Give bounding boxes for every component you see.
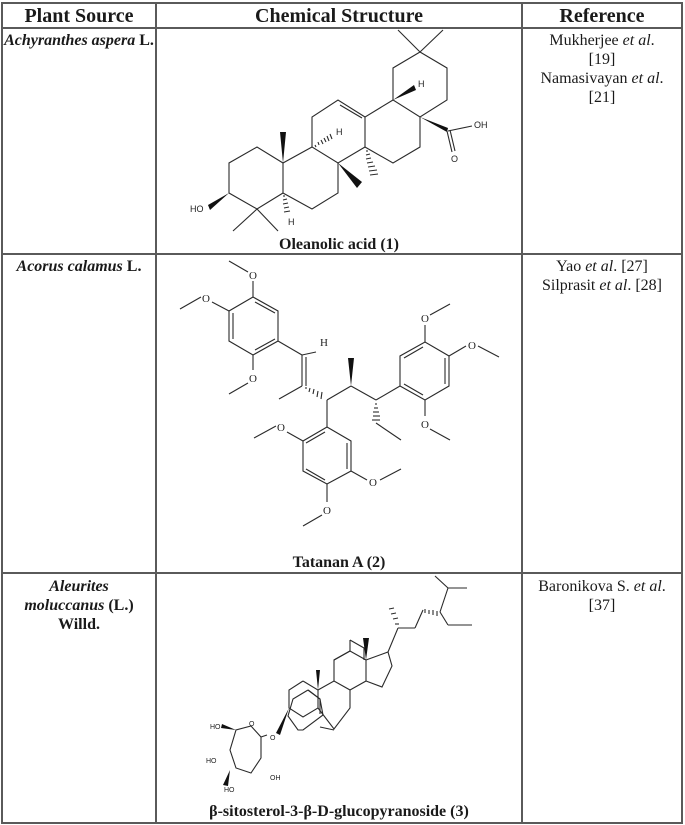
svg-text:HO: HO — [210, 724, 221, 731]
reference-cell-2: Yao et al. [27] Silprasit et al. [28] — [523, 257, 681, 295]
table-border-left — [1, 2, 3, 824]
plant-source-achyranthes: Achyranthes aspera L. — [4, 32, 154, 49]
table-border-top — [1, 2, 683, 4]
reference-silprasit: Silprasit et al. [28] — [542, 277, 662, 294]
row-divider-1 — [1, 253, 683, 255]
reference-yao: Yao et al. [27] — [556, 258, 648, 275]
reference-namasivayan: Namasivayan et al. — [540, 70, 664, 87]
reference-mukherjee: Mukherjee et al. — [549, 32, 655, 49]
svg-text:HO: HO — [206, 758, 217, 765]
svg-text:O: O — [202, 293, 210, 305]
compound-name-tatanan-a: Tatanan A (2) — [292, 554, 386, 571]
table-border-right — [681, 2, 683, 824]
column-divider-2 — [521, 2, 523, 824]
svg-text:O: O — [249, 270, 257, 282]
column-divider-1 — [155, 2, 157, 824]
header-divider — [1, 27, 683, 29]
table-border-bottom — [1, 822, 683, 824]
plant-source-aleurites: Aleurites moluccanus (L.) Willd. — [24, 578, 134, 633]
svg-text:O: O — [369, 477, 377, 489]
svg-text:HO: HO — [224, 787, 235, 794]
svg-text:H: H — [320, 337, 328, 349]
svg-text:O: O — [451, 154, 458, 164]
svg-text:O: O — [468, 340, 476, 352]
row-divider-2 — [1, 572, 683, 574]
svg-text:O: O — [249, 721, 255, 728]
compound-name-oleanolic-acid: Oleanolic acid (1) — [279, 236, 399, 253]
header-reference: Reference — [559, 5, 645, 27]
reference-number: [37] — [588, 597, 616, 614]
beta-sitosterol-glucopyranoside-structure-icon: O O HO HO HO OH — [206, 575, 472, 794]
reference-cell-1: Mukherjee et al. [19] Namasivayan et al.… — [523, 31, 681, 107]
reference-number: [19] — [588, 51, 616, 68]
svg-text:OH: OH — [474, 120, 488, 130]
svg-text:O: O — [323, 505, 331, 517]
svg-text:H: H — [336, 127, 343, 137]
reference-baronikova: Baronikova S. et al. — [538, 578, 666, 595]
svg-text:O: O — [249, 373, 257, 385]
oleanolic-acid-structure-icon: H H OH O HO H — [190, 29, 488, 232]
reference-cell-3: Baronikova S. et al. [37] — [523, 577, 681, 615]
tatanan-a-structure-icon: O O O H — [179, 260, 500, 527]
svg-text:O: O — [421, 419, 429, 431]
compound-name-sitosterol-glucoside: β-sitosterol-3-β-D-glucopyranoside (3) — [209, 803, 469, 820]
svg-text:O: O — [277, 422, 285, 434]
svg-text:H: H — [418, 79, 425, 89]
svg-text:O: O — [421, 313, 429, 325]
svg-text:OH: OH — [270, 775, 281, 782]
header-chemical-structure: Chemical Structure — [255, 5, 423, 27]
svg-text:HO: HO — [190, 204, 204, 214]
svg-text:O: O — [270, 735, 276, 742]
svg-text:H: H — [288, 217, 295, 227]
reference-number: [21] — [588, 89, 616, 106]
header-plant-source: Plant Source — [24, 5, 134, 27]
plant-source-acorus: Acorus calamus L. — [16, 258, 142, 275]
